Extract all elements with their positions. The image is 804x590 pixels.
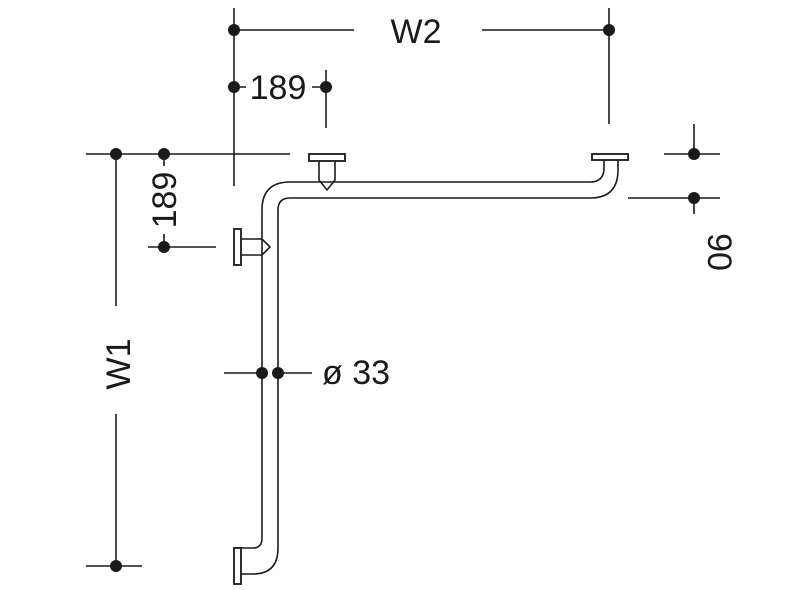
- diameter-label: ø 33: [322, 354, 390, 392]
- w2-label: W2: [391, 13, 442, 51]
- grab-bar: [233, 153, 629, 585]
- floor-flange-bottom: [233, 547, 242, 585]
- offset-top-label: 189: [250, 69, 307, 107]
- dimension-w2: W2: [228, 8, 615, 186]
- height-label: 90: [700, 233, 738, 271]
- dimension-w1: W1: [86, 148, 142, 572]
- wall-flange-top: [308, 153, 346, 192]
- dimension-offset-side: 189: [146, 148, 216, 253]
- dimension-height: 90: [628, 124, 738, 271]
- grab-bar-tube: [237, 158, 619, 575]
- dimension-diameter: ø 33: [224, 354, 390, 392]
- offset-side-label: 189: [146, 172, 184, 229]
- dimension-offset-top: 189: [228, 69, 332, 128]
- wall-flange-side: [233, 228, 272, 266]
- w1-label: W1: [100, 339, 138, 390]
- wall-flange-right: [591, 153, 629, 161]
